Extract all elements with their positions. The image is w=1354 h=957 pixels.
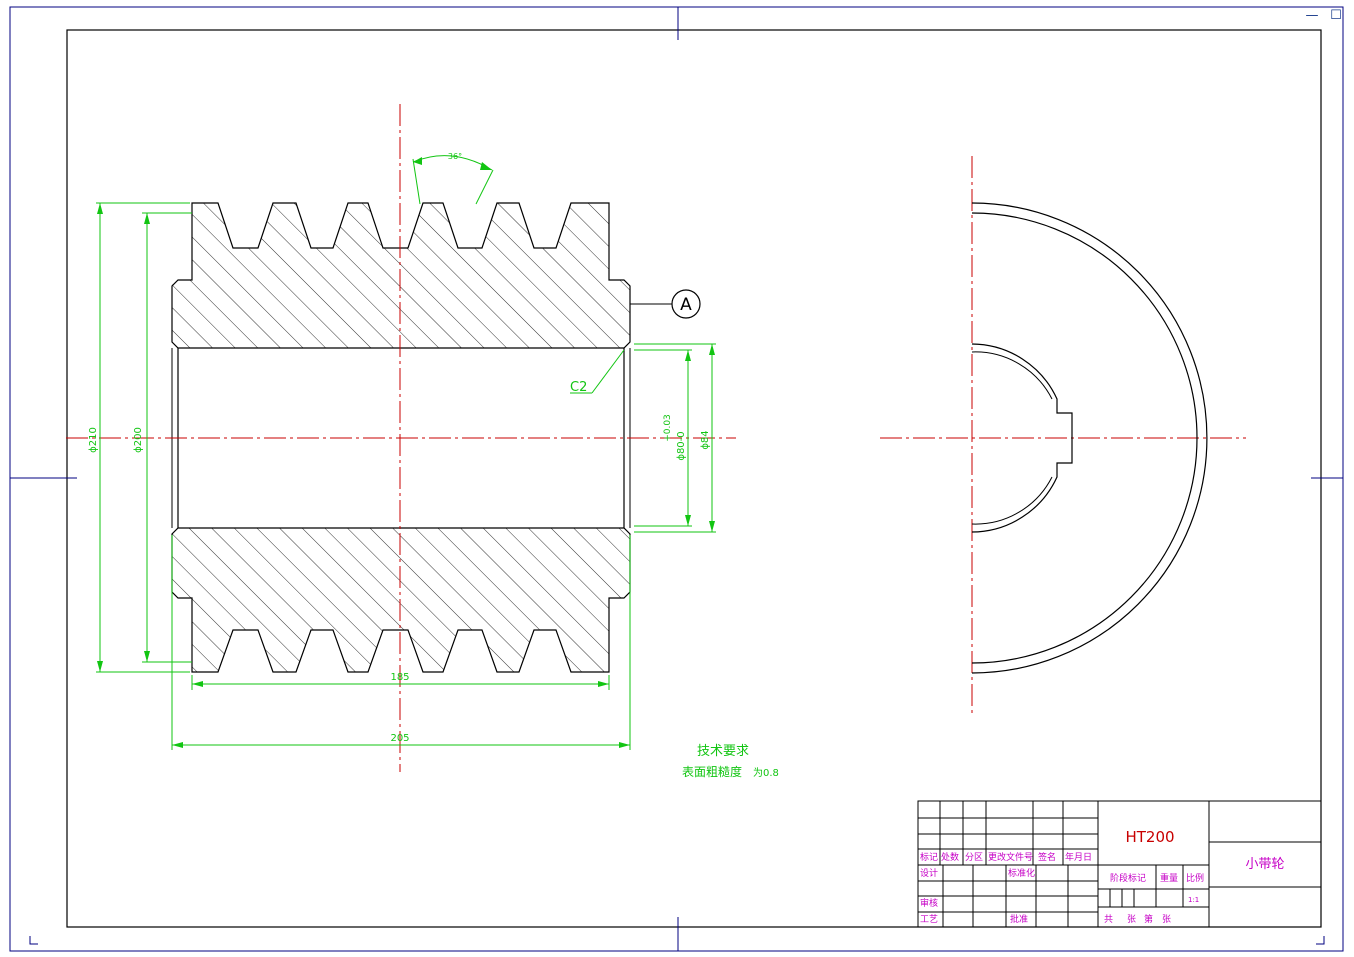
tb-date: 年月日 [1065, 851, 1092, 863]
bore-chamfer-arc-bottom [971, 476, 1053, 525]
sheet-border [9, 6, 1344, 952]
tb-sheets-unit: 张 [1127, 914, 1136, 925]
tb-scale: 比例 [1186, 872, 1204, 884]
maximize-icon: ☐ [1330, 7, 1342, 23]
tb-process: 工艺 [920, 914, 938, 925]
tb-review: 审核 [920, 897, 938, 909]
dim-inner-length: 185 [390, 672, 409, 683]
dim-bore-tolerance: +0.03 [663, 414, 673, 442]
tb-scale-value: 1:1 [1188, 896, 1199, 904]
lower-outline [171, 527, 631, 673]
dim-groove-diameter: ϕ200 [133, 427, 144, 453]
maximize-button[interactable]: ☐ [1324, 4, 1348, 26]
minimize-icon: — [1305, 7, 1319, 23]
tb-weight: 重量 [1160, 872, 1178, 884]
tb-standardize: 标准化 [1008, 867, 1035, 879]
tech-requirements-text: 表面粗糙度 [682, 764, 742, 779]
tb-count: 处数 [941, 851, 959, 863]
tb-sheet-unit2: 张 [1162, 914, 1171, 925]
centering-marks [10, 7, 1343, 951]
dim-chamfer-diameter: ϕ84 [700, 430, 711, 449]
outer-rim-arc [971, 202, 1208, 674]
title-block [917, 800, 1322, 928]
tb-stage-mark: 阶段标记 [1110, 872, 1146, 884]
tb-approve: 批准 [1010, 913, 1028, 925]
bore-keyway-outline [971, 343, 1073, 533]
dimension-lines [96, 155, 716, 750]
side-view [880, 156, 1246, 716]
tb-sheets-total: 共 [1104, 914, 1113, 925]
upper-outline [171, 202, 631, 349]
datum-label: A [680, 295, 692, 315]
datum-circle [671, 289, 701, 319]
tb-change-doc: 更改文件号 [988, 851, 1033, 863]
dim-chamfer: C2 [570, 380, 587, 395]
tech-requirements-title: 技术要求 [697, 744, 749, 759]
tb-design: 设计 [920, 867, 938, 879]
dim-total-length: 205 [390, 733, 409, 744]
drawing-frame [66, 29, 1322, 928]
minimize-button[interactable]: — [1300, 4, 1324, 26]
groove-rim-arc [971, 212, 1198, 664]
tb-sheet-no: 第 [1144, 913, 1153, 925]
tb-part-name: 小带轮 [1245, 857, 1284, 872]
dimension-arrows [97, 157, 715, 748]
tech-requirements-value: 为0.8 [753, 767, 779, 779]
tb-signature: 签名 [1038, 851, 1056, 863]
dim-outer-diameter: ϕ210 [88, 427, 99, 453]
dim-groove-angle: 36° [448, 152, 462, 161]
bore-chamfer-arc-top [971, 351, 1053, 400]
dim-bore-diameter: ϕ80-0 [676, 431, 687, 460]
tb-mark: 标记 [920, 851, 938, 863]
tb-zone: 分区 [965, 852, 983, 863]
tb-material: HT200 [1125, 828, 1174, 846]
